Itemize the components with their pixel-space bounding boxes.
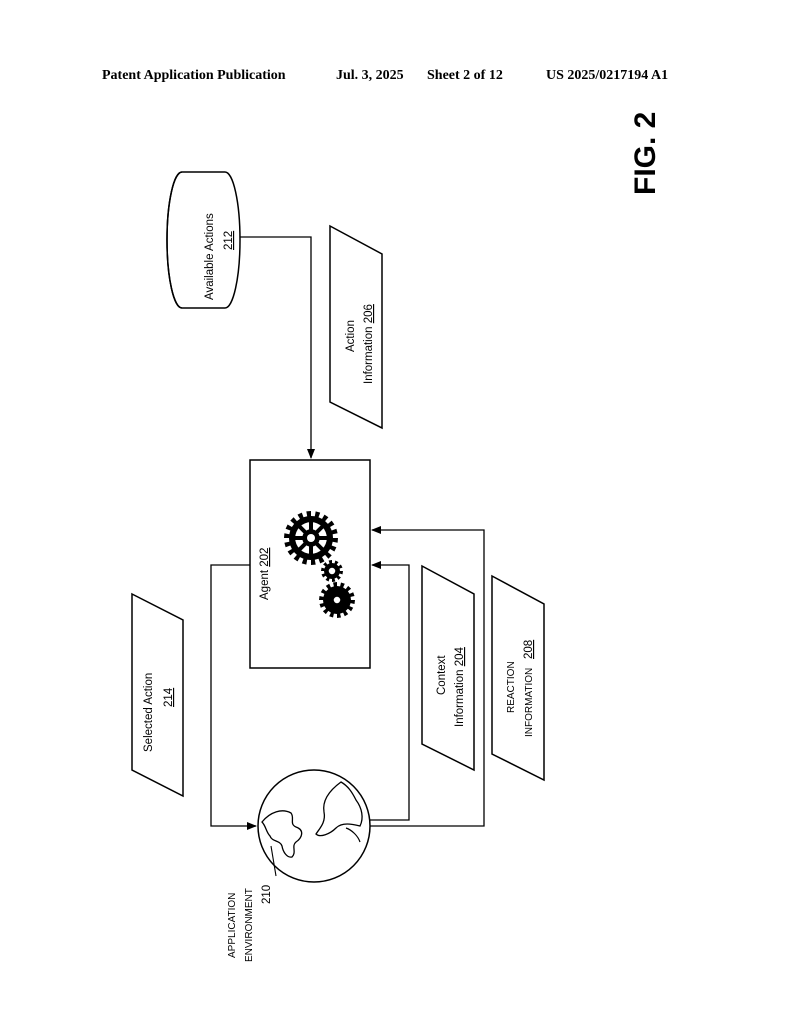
action-information-ref: 206 xyxy=(363,304,375,323)
gear-icon xyxy=(284,511,338,565)
environment-reaction-to-agent-arrow xyxy=(370,526,485,827)
svg-text:Information: Information 204 xyxy=(454,646,466,727)
header-publication: Patent Application Publication xyxy=(102,68,286,83)
available-actions-database: Available Actions 212 xyxy=(166,171,241,309)
header-sheet: Sheet 2 of 12 xyxy=(427,68,503,83)
context-information-line2: Information xyxy=(454,669,466,727)
available-actions-ref: 212 xyxy=(223,231,235,250)
application-environment-label: Application Environment 210 xyxy=(227,885,273,962)
database-to-agent-arrow xyxy=(240,236,315,459)
agent-ref: 202 xyxy=(259,548,271,567)
action-information-block: Action Information 206 xyxy=(329,224,383,430)
svg-text:Agent 202: Agent 202 xyxy=(259,548,271,600)
available-actions-label: Available Actions xyxy=(204,213,216,300)
application-environment-line1: Application xyxy=(227,893,238,958)
globe-icon xyxy=(257,769,371,883)
selected-action-label: Selected Action xyxy=(143,673,155,752)
context-information-ref: 204 xyxy=(454,646,466,666)
gear-icon xyxy=(321,560,343,582)
gear-icon xyxy=(319,582,355,618)
svg-text:Information: Information 206 xyxy=(363,304,375,384)
header-date: Jul. 3, 2025 xyxy=(336,68,404,83)
reaction-information-line2: information xyxy=(524,668,535,737)
agent-to-environment-arrow xyxy=(210,564,257,830)
reaction-information-line1: reaction xyxy=(506,661,517,713)
selected-action-ref: 214 xyxy=(163,687,175,707)
context-information-block: Context Information 204 xyxy=(421,564,475,772)
selected-action-block: Selected Action 214 xyxy=(131,592,184,798)
application-environment-ref: 210 xyxy=(261,885,273,904)
agent-label: Agent xyxy=(259,569,271,600)
environment-context-to-agent-arrow xyxy=(370,561,410,821)
reaction-information-ref: 208 xyxy=(523,640,535,659)
header-number: US 2025/0217194 A1 xyxy=(546,68,669,83)
svg-text:Available Actions: Available Actions xyxy=(204,213,216,300)
action-information-line2: Information xyxy=(363,326,375,384)
figure-label: FIG. 2 xyxy=(629,112,662,195)
application-environment-line2: Environment xyxy=(244,888,255,962)
action-information-line1: Action xyxy=(345,320,357,352)
context-information-line1: Context xyxy=(436,655,448,695)
environment-leader-line xyxy=(270,845,277,877)
reaction-information-block: reaction information 208 xyxy=(491,574,545,782)
agent-block: Agent 202 xyxy=(249,459,371,669)
